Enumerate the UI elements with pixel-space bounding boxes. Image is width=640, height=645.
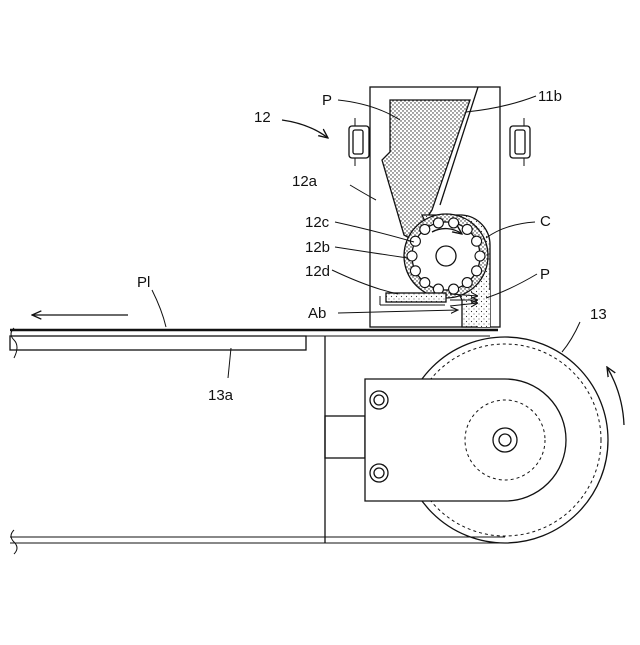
label-conveyor-support: 13a bbox=[208, 387, 234, 404]
label-hopper-unit: 12 bbox=[254, 109, 271, 126]
label-cover: C bbox=[540, 213, 551, 230]
roller-tooth bbox=[475, 251, 485, 261]
label-scraper: 11b bbox=[538, 88, 562, 105]
roller-tooth bbox=[472, 266, 482, 276]
blade bbox=[386, 293, 446, 302]
roller-tooth bbox=[407, 251, 417, 261]
roller-tooth bbox=[449, 218, 459, 228]
roller-tooth bbox=[420, 278, 430, 288]
label-roller-surface: 12c bbox=[305, 214, 330, 231]
rotation-arrow bbox=[607, 367, 624, 425]
label-hopper-wall: 12a bbox=[292, 173, 318, 190]
label-air-flow: Ab bbox=[308, 305, 326, 322]
conveyor-drum bbox=[365, 337, 624, 543]
roller-tooth bbox=[462, 278, 472, 288]
right-clamp bbox=[510, 118, 530, 166]
left-clamp bbox=[349, 118, 369, 166]
roller-tooth bbox=[433, 218, 443, 228]
label-conveyor: 13 bbox=[590, 306, 607, 323]
roller-tooth bbox=[420, 224, 430, 234]
label-plate: Pl bbox=[137, 274, 150, 291]
roller-tooth bbox=[449, 284, 459, 294]
roller-tooth bbox=[410, 266, 420, 276]
mount-block bbox=[325, 416, 365, 458]
supply-roller bbox=[404, 214, 488, 298]
label-powder-top: P bbox=[322, 92, 332, 109]
label-blade: 12d bbox=[305, 263, 330, 280]
roller-tooth bbox=[472, 236, 482, 246]
roller-tooth bbox=[462, 224, 472, 234]
label-powder-side: P bbox=[540, 266, 550, 283]
bearing-housing bbox=[365, 379, 566, 501]
hopper-unit bbox=[349, 87, 530, 327]
label-supply-roller: 12b bbox=[305, 239, 330, 256]
support-beam bbox=[10, 336, 306, 350]
